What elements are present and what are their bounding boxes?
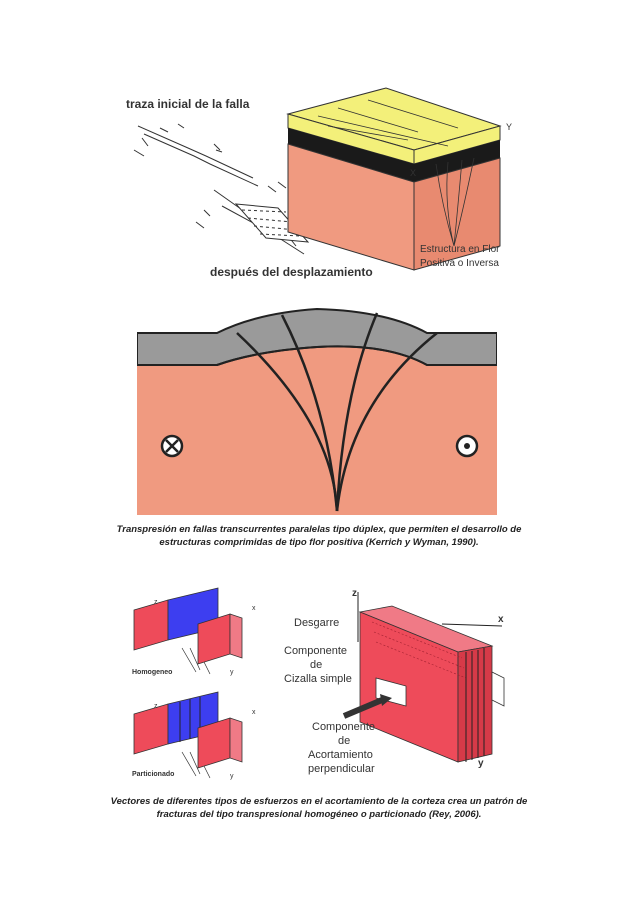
out-of-page-symbol [455,434,479,458]
caption-2: Vectores de diferentes tipos de esfuerzo… [100,795,538,821]
initial-trace-label: traza inicial de la falla [126,97,250,111]
simple-shear-label-1: Componente [284,645,347,657]
fault-trace-figure: traza inicial de la falla después del de… [126,87,512,279]
block1-axis-z: z [154,599,158,606]
block1-axis-y: y [230,669,234,676]
stress-axis-x: x [498,614,504,625]
shortening-label-2: de [338,735,350,747]
crust-body [137,343,497,515]
caption-1: Transpresión en fallas transcurrentes pa… [100,523,538,549]
caption-1-line-2: estructuras comprimidas de tipo flor pos… [159,537,479,548]
into-page-symbol [160,434,184,458]
stress-axis-y: y [478,758,484,769]
caption-2-line-1: Vectores de diferentes tipos de esfuerzo… [110,796,528,807]
stress-components-figure: z x y Desgarre Componente de Cizalla sim… [284,588,505,775]
shortening-label-3: Acortamiento [308,749,373,761]
homogeneous-label: Homogeneo [132,669,172,676]
block-axis-y: Y [506,122,512,132]
after-displacement-label: después del desplazamiento [210,265,373,279]
partitioned-label: Particionado [132,771,174,778]
block1-axis-x: x [252,605,256,612]
simple-shear-label-2: de [310,659,322,671]
block2-axis-y: y [230,773,234,780]
shortening-label-1: Componente [312,721,375,733]
stress-block [358,605,505,763]
caption-1-line-1: Transpresión en fallas transcurrentes pa… [116,524,522,535]
homogeneous-block [133,587,243,675]
flower-label-line2: Positiva o Inversa [420,258,499,269]
block-axis-x: X [410,168,416,178]
block2-axis-z: z [154,703,158,710]
block2-axis-x: x [252,709,256,716]
partitioned-block [133,691,243,779]
flower-faults [236,312,438,512]
transpression-blocks-figure: z x y Homogeneo z x y Particionado [132,587,256,780]
flower-label-line1: Estructura en Flor [420,244,500,255]
flower-block-diagram [286,87,502,271]
stress-axis-z: z [352,588,357,599]
flower-cross-section [137,307,497,515]
initial-trace-sketch [133,123,287,193]
caption-2-line-2: fracturas del tipo transpresional homogé… [156,809,482,820]
shortening-label-4: perpendicular [308,763,375,775]
strike-slip-label: Desgarre [294,617,339,629]
simple-shear-label-3: Cizalla simple [284,673,352,685]
